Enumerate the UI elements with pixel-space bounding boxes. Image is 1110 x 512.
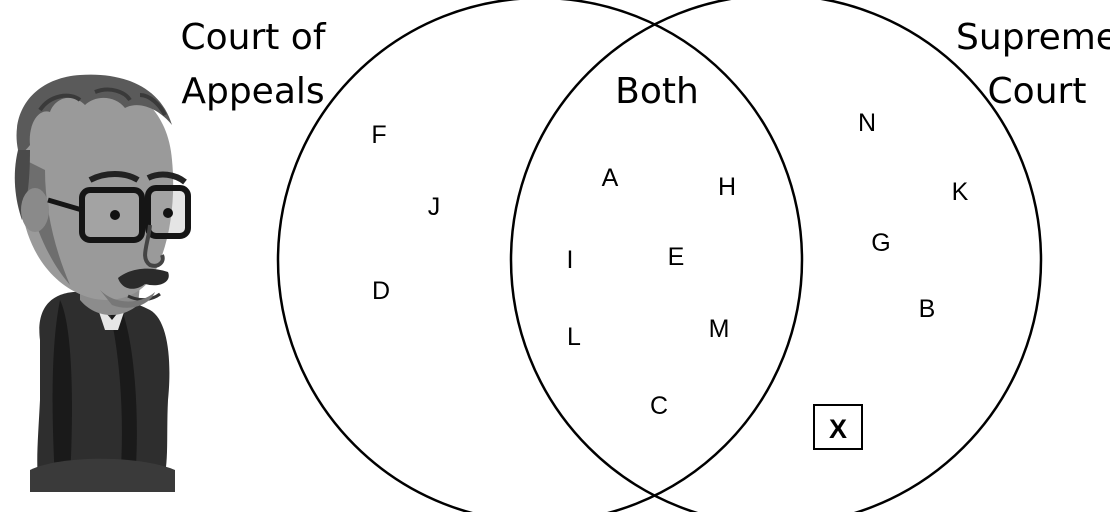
both-title: Both [615,71,699,112]
overlap-item: A [602,164,619,192]
supreme-court-title-line2: Court [988,71,1087,112]
judge-cartoon-icon [14,74,191,492]
supreme-court-title-line1: Supreme [956,17,1110,58]
left-item: F [371,121,386,149]
court-of-appeals-title-line2: Appeals [181,71,324,112]
overlap-item: H [718,173,736,201]
left-item: J [428,193,441,221]
court-of-appeals-circle [276,0,804,512]
x-marker-label: X [829,414,847,444]
right-item: N [858,109,876,137]
court-of-appeals-title-line1: Court of [180,17,326,58]
right-item: K [952,178,969,206]
overlap-item: L [567,323,581,351]
x-marker-box [813,404,863,450]
overlap-item: E [668,243,685,271]
overlap-item: I [567,246,574,274]
overlap-item: M [709,315,730,343]
right-item: G [871,229,890,257]
right-item: B [919,295,936,323]
overlap-item: C [650,392,668,420]
left-item: D [372,277,390,305]
supreme-court-circle [509,0,1043,512]
x-marker: X [813,404,863,450]
